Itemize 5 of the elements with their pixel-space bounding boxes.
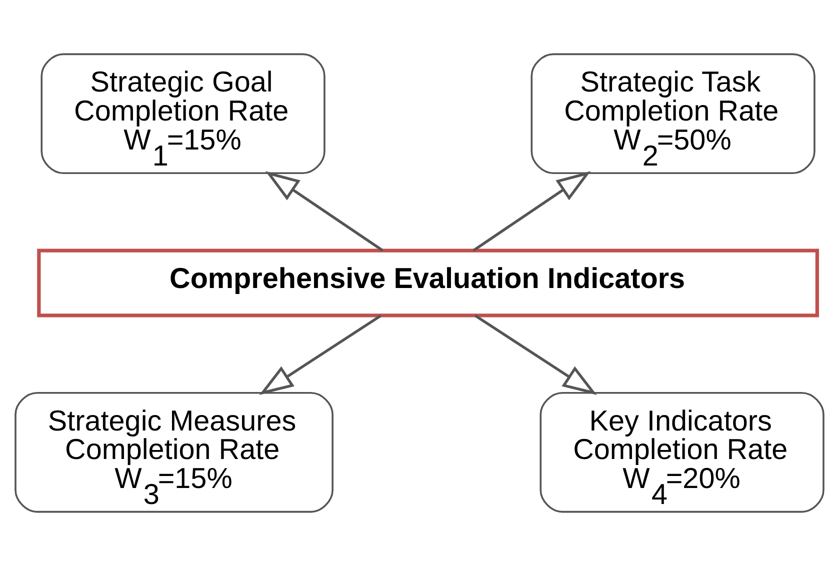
arrow — [265, 171, 384, 252]
arrow — [259, 314, 382, 395]
arrow — [472, 171, 591, 252]
node-box: Comprehensive Evaluation Indicators — [37, 248, 819, 318]
arrow — [474, 314, 597, 395]
